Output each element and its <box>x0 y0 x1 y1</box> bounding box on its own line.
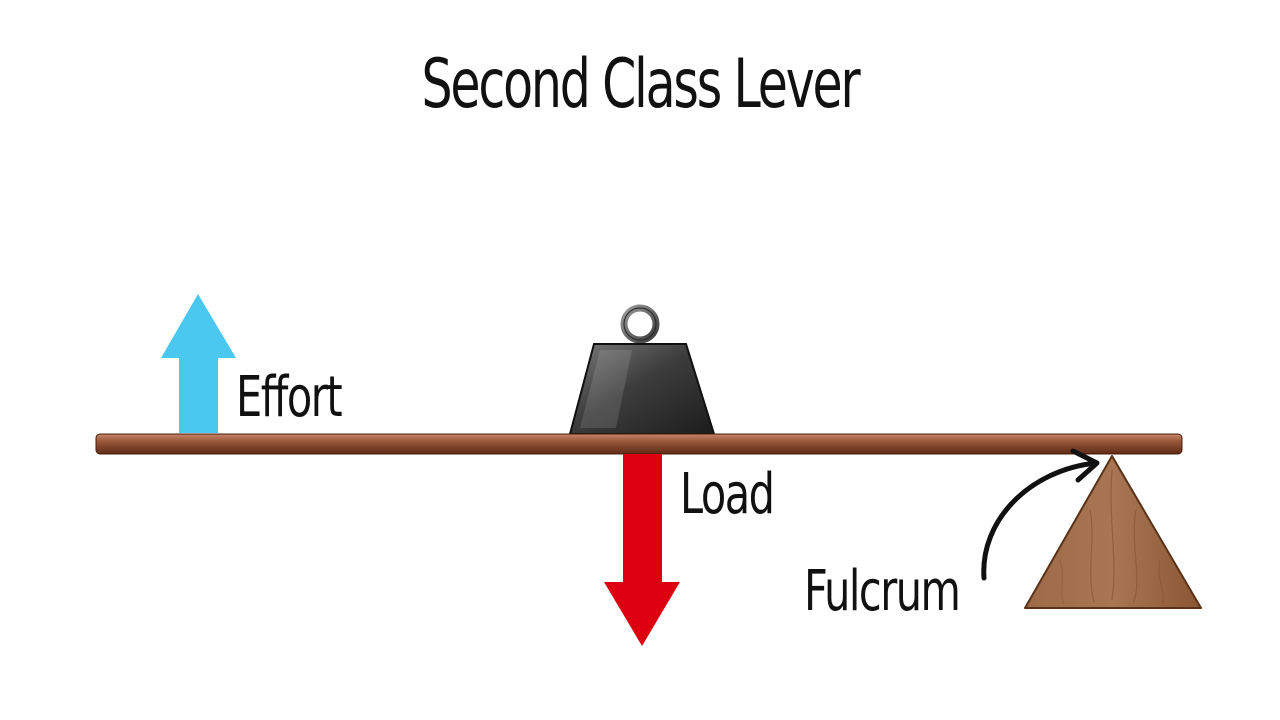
effort-label: Effort <box>236 365 343 430</box>
fulcrum-pointer-arrow <box>981 448 1100 581</box>
lever-bar <box>95 433 1183 455</box>
load-arrow <box>604 454 680 646</box>
fulcrum-label: Fulcrum <box>804 559 961 624</box>
effort-arrow <box>161 294 236 433</box>
load-label: Load <box>680 462 775 527</box>
weight-icon <box>568 304 716 435</box>
fulcrum-triangle <box>1024 455 1202 609</box>
diagram-title: Second Class Lever <box>421 45 860 124</box>
